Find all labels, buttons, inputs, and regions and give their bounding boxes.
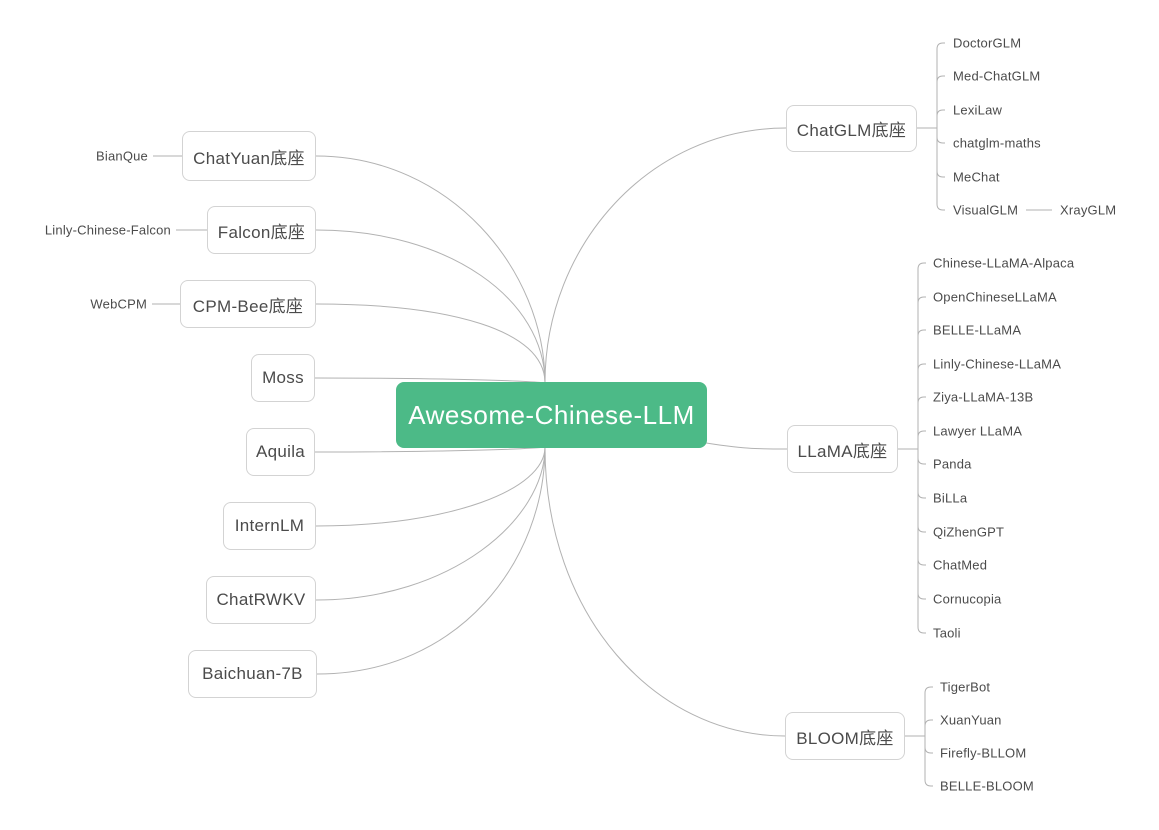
- edge: [315, 229, 546, 384]
- edge: [924, 779, 933, 787]
- leaf-firefly-bllom[interactable]: Firefly-BLLOM: [940, 745, 1027, 761]
- node-aquila[interactable]: Aquila: [246, 428, 315, 476]
- edge: [917, 626, 926, 634]
- leaf-panda[interactable]: Panda: [933, 456, 972, 472]
- edge: [936, 42, 945, 50]
- leaf-billa[interactable]: BiLLa: [933, 490, 968, 506]
- leaf-taoli[interactable]: Taoli: [933, 625, 961, 641]
- edge: [544, 127, 787, 384]
- edge: [936, 170, 945, 178]
- edge: [936, 136, 945, 144]
- edge: [917, 430, 926, 438]
- leaf-xuanyuan[interactable]: XuanYuan: [940, 712, 1002, 728]
- edge: [924, 719, 933, 727]
- leaf-belle-llama[interactable]: BELLE-LLaMA: [933, 322, 1022, 338]
- edge: [917, 363, 926, 371]
- edge: [917, 491, 926, 499]
- leaf-chatmed[interactable]: ChatMed: [933, 557, 988, 573]
- node-baichuan-7b[interactable]: Baichuan-7B: [188, 650, 317, 698]
- edge: [917, 396, 926, 404]
- edge: [544, 446, 786, 737]
- leaf-cornucopia[interactable]: Cornucopia: [933, 591, 1002, 607]
- leaf-lawyer-llama[interactable]: Lawyer LLaMA: [933, 423, 1023, 439]
- edge: [699, 441, 788, 450]
- edge: [936, 75, 945, 83]
- leaf-belle-bloom[interactable]: BELLE-BLOOM: [940, 778, 1034, 794]
- edge: [917, 457, 926, 465]
- leaf-openchinesellama[interactable]: OpenChineseLLaMA: [933, 289, 1057, 305]
- edge: [924, 746, 933, 754]
- edge: [315, 446, 546, 601]
- node-internlm[interactable]: InternLM: [223, 502, 316, 550]
- leaf-ziya-llama-13b[interactable]: Ziya-LLaMA-13B: [933, 389, 1034, 405]
- edge: [917, 296, 926, 304]
- root-node[interactable]: Awesome-Chinese-LLM: [396, 382, 707, 448]
- leaf-tigerbot[interactable]: TigerBot: [940, 679, 991, 695]
- leaf-linly-chinese-falcon[interactable]: Linly-Chinese-Falcon: [44, 222, 171, 238]
- edge: [315, 155, 546, 384]
- leaf-xrayglm[interactable]: XrayGLM: [1060, 202, 1117, 218]
- node-chatglm[interactable]: ChatGLM底座: [786, 105, 917, 152]
- node-falcon[interactable]: Falcon底座: [207, 206, 316, 254]
- edge: [917, 525, 926, 533]
- edge: [917, 262, 926, 270]
- leaf-visualglm[interactable]: VisualGLM: [953, 202, 1019, 218]
- node-chatrwkv[interactable]: ChatRWKV: [206, 576, 316, 624]
- edge: [315, 446, 546, 527]
- edge: [315, 303, 546, 384]
- edge: [316, 446, 546, 675]
- leaf-med-chatglm[interactable]: Med-ChatGLM: [953, 68, 1041, 84]
- node-moss[interactable]: Moss: [251, 354, 315, 402]
- leaf-chinese-llama-alpaca[interactable]: Chinese-LLaMA-Alpaca: [933, 255, 1075, 271]
- node-chatyuan[interactable]: ChatYuan底座: [182, 131, 316, 181]
- edge: [924, 686, 933, 694]
- leaf-mechat[interactable]: MeChat: [953, 169, 1000, 185]
- leaf-lexilaw[interactable]: LexiLaw: [953, 102, 1003, 118]
- node-bloom[interactable]: BLOOM底座: [785, 712, 905, 760]
- edge: [917, 558, 926, 566]
- edge: [917, 592, 926, 600]
- leaf-webcpm[interactable]: WebCPM: [90, 296, 147, 312]
- leaf-qizhengpt[interactable]: QiZhenGPT: [933, 524, 1005, 540]
- leaf-chatglm-maths[interactable]: chatglm-maths: [953, 135, 1041, 151]
- leaf-doctorglm[interactable]: DoctorGLM: [953, 35, 1022, 51]
- leaf-bianque[interactable]: BianQue: [96, 148, 148, 164]
- edge: [917, 329, 926, 337]
- node-llama[interactable]: LLaMA底座: [787, 425, 898, 473]
- edge: [936, 203, 945, 211]
- edge: [936, 109, 945, 117]
- node-cpm-bee[interactable]: CPM-Bee底座: [180, 280, 316, 328]
- leaf-linly-chinese-llama[interactable]: Linly-Chinese-LLaMA: [933, 356, 1062, 372]
